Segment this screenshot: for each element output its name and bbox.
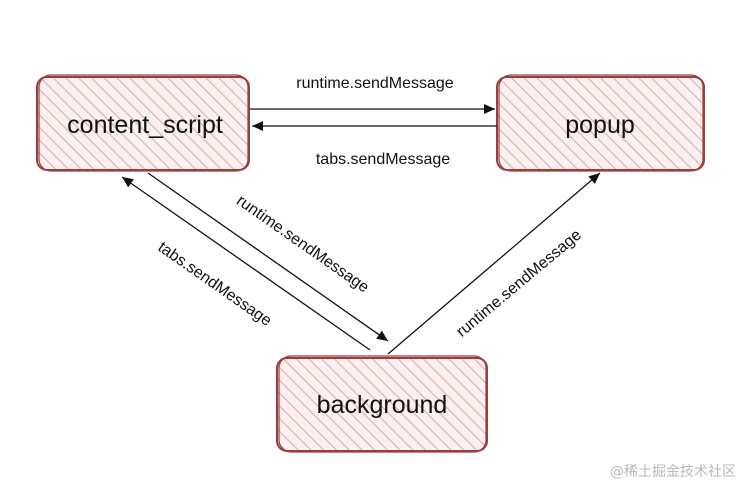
node-label-background: background: [317, 391, 448, 419]
node-label-popup: popup: [565, 111, 635, 139]
edge-bg-to-popup: runtime.sendMessage: [387, 172, 601, 355]
edge-cs-to-popup: runtime.sendMessage: [250, 75, 495, 114]
node-label-content-script: content_script: [67, 111, 223, 139]
node-background: background: [276, 355, 488, 453]
watermark: @稀土掘金技术社区: [610, 464, 736, 480]
edge-popup-to-cs: tabs.sendMessage: [252, 121, 497, 168]
edge-label-popup-to-cs: tabs.sendMessage: [316, 151, 450, 168]
edge-label-cs-to-popup: runtime.sendMessage: [296, 75, 454, 92]
node-popup: popup: [496, 74, 705, 172]
arrow-bg-to-popup: [387, 172, 601, 355]
arrow-bg-to-cs: [121, 176, 371, 351]
edge-label-bg-to-cs: tabs.sendMessage: [155, 239, 275, 330]
edge-label-bg-to-popup: runtime.sendMessage: [453, 226, 585, 340]
arrow-cs-to-bg: [147, 172, 389, 342]
node-content-script: content_script: [36, 74, 250, 172]
